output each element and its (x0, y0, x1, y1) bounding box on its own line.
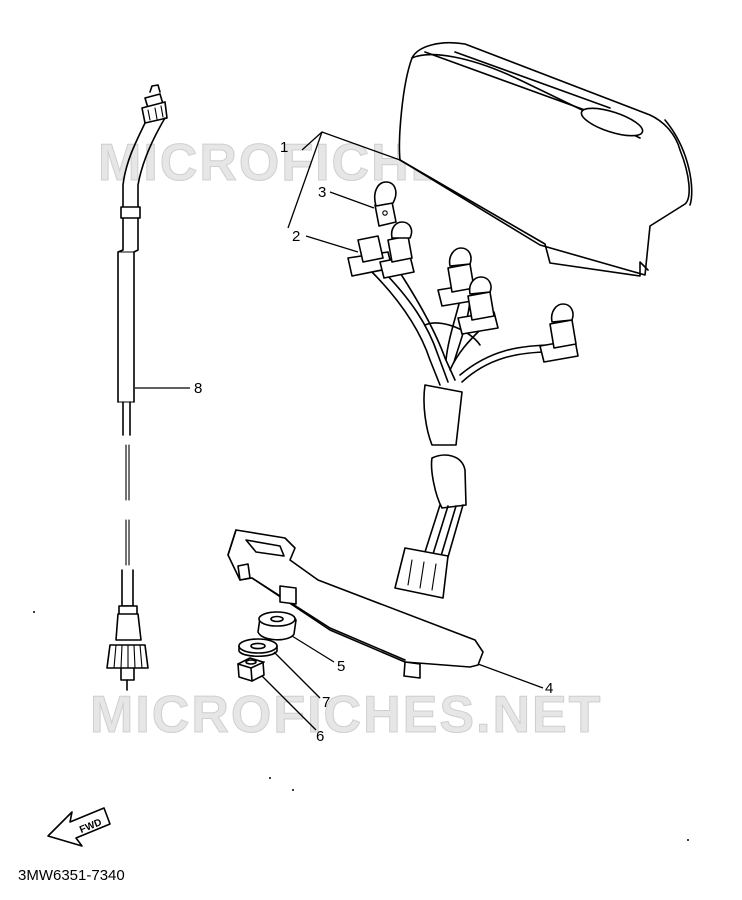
callout-7: 7 (322, 694, 330, 711)
wiring-harness (347, 221, 579, 599)
bulb (373, 181, 397, 227)
callout-5: 5 (337, 658, 345, 675)
callout-4: 4 (545, 680, 553, 697)
forward-arrow-icon: FWD (47, 807, 111, 847)
damper (257, 611, 297, 641)
callout-8: 8 (194, 380, 202, 397)
callout-6: 6 (316, 728, 324, 745)
diagram-code: 3MW6351-7340 (18, 867, 125, 884)
callout-3: 3 (318, 184, 326, 201)
nut (237, 657, 265, 682)
speedometer-cable (106, 84, 168, 691)
meter-housing (398, 42, 693, 277)
meter-bracket (227, 529, 484, 679)
watermark-bottom: MICROFICHES.NET (90, 686, 602, 744)
callout-2: 2 (292, 228, 300, 245)
callout-1: 1 (280, 139, 288, 156)
leader-lines (135, 131, 544, 731)
washer (238, 638, 278, 658)
